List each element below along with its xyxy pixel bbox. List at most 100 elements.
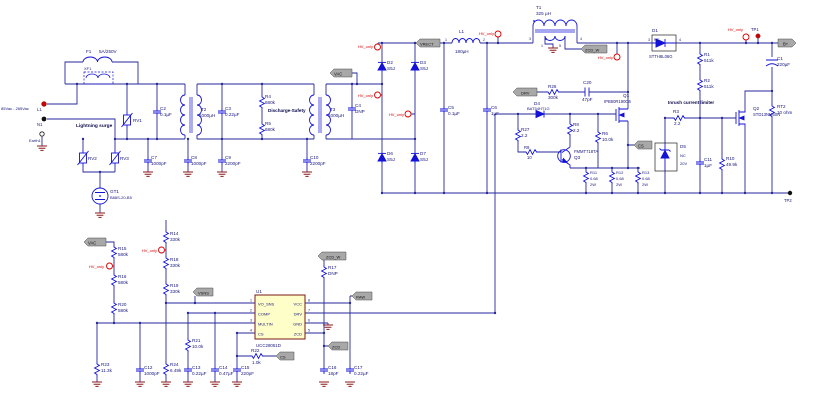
d1-nc: NC <box>654 38 660 42</box>
r15-ref: R15 <box>118 246 127 251</box>
junction-dot <box>744 41 748 45</box>
tag-cs-bottom-label: CS <box>280 355 286 360</box>
resistor-r10 <box>719 156 725 172</box>
f1-val: 5A/250V <box>99 49 118 54</box>
junction-dot <box>413 191 417 195</box>
junction-dot <box>663 191 667 195</box>
junction-dot <box>636 191 640 195</box>
diode-d1 <box>651 34 677 52</box>
f1-ref: F1 <box>86 49 92 54</box>
r12-v1: 0.68 <box>616 176 625 181</box>
q2-ref: Q2 <box>753 106 760 111</box>
junction-dot <box>770 89 774 93</box>
cap-c14 <box>210 365 220 375</box>
net-tags <box>83 38 797 361</box>
junction-dot <box>355 82 359 86</box>
junction-dot <box>260 82 264 86</box>
junction-dot <box>213 311 217 315</box>
ground-c8 <box>182 171 194 177</box>
r17-ref: R17 <box>328 265 337 270</box>
junction-dot <box>442 41 446 45</box>
u1-pin-vosns: VO_SNS <box>258 302 275 307</box>
hv-testpoint-6 <box>742 33 750 41</box>
xf1-ref: XF1 <box>84 66 92 71</box>
net-tag-raw <box>351 291 373 301</box>
ground-t1 <box>547 47 559 53</box>
c1-val: 220µF <box>777 62 790 67</box>
junction-dot <box>516 112 520 116</box>
resistor-r4 <box>259 94 265 110</box>
r14-ref: R14 <box>170 231 179 236</box>
r11-v2: 2W <box>590 182 596 187</box>
r21-val: 10.0k <box>192 344 204 349</box>
junction-dot <box>305 137 309 141</box>
r9-val: 10 <box>527 155 532 160</box>
t1-val: 325 µH <box>536 11 551 16</box>
r20-val: 580k <box>118 308 129 313</box>
junction-dot <box>322 331 326 335</box>
q1-val: IPB60R190C6 <box>604 99 631 104</box>
cap-c1 <box>765 59 779 67</box>
ground-c10 <box>301 171 313 177</box>
c9-val: 2200pF <box>225 161 241 166</box>
junction-dot <box>770 41 774 45</box>
net-tag-cs-bottom <box>275 351 295 361</box>
c5-val: 0.1µF <box>448 111 460 116</box>
tag-bplus-label: B+ <box>783 42 789 47</box>
resistor-r3 <box>671 115 687 121</box>
c4-ref: C4 <box>355 103 361 108</box>
ground-r24 <box>160 381 172 387</box>
diode-d4 <box>535 109 546 119</box>
fuseholder-xf1-symbol <box>83 71 114 85</box>
junction-dot <box>663 116 667 120</box>
d3-val: S5J <box>420 66 428 71</box>
c13-val: 0.22µF <box>192 371 207 376</box>
junction-dot <box>743 191 747 195</box>
d2-val: S5J <box>387 66 395 71</box>
junction-dot <box>380 41 384 45</box>
t3-ref: T3 <box>330 107 336 112</box>
net-tag-bplus <box>777 38 797 48</box>
r23-ref: R23 <box>101 362 110 367</box>
d7-ref: D7 <box>420 151 426 156</box>
u1-num6: 6 <box>308 319 310 323</box>
d4-ref: D4 <box>534 101 540 106</box>
d1-ref: D1 <box>652 28 658 33</box>
hv-testpoint-3 <box>404 110 412 118</box>
l1-pin2: 2 <box>483 38 485 42</box>
resistor-r17 <box>321 264 327 280</box>
hv1-label: HV_only <box>358 44 373 49</box>
junction-dot <box>720 191 724 195</box>
r10-ref: R10 <box>726 156 735 161</box>
u1-pin-gnd: GND <box>293 322 302 327</box>
c15-ref: C15 <box>241 365 250 370</box>
ground-c13 <box>182 381 194 387</box>
t1-ref: T1 <box>536 5 542 10</box>
t3-val: 1000µH <box>328 113 344 118</box>
c16-ref: C16 <box>328 365 337 370</box>
mosfet-q1 <box>615 107 628 123</box>
c8-val: 1000pF <box>191 161 207 166</box>
junction-dot <box>235 354 239 358</box>
resistor-r5 <box>259 121 265 137</box>
c16-val: 18pF <box>328 371 339 376</box>
r13-ref: R13 <box>642 170 650 175</box>
r16-ref: R16 <box>118 274 127 279</box>
resistor-r26 <box>545 89 561 95</box>
hv-testpoint-5 <box>613 53 621 61</box>
hv4-label: HV_only <box>479 31 494 36</box>
wires <box>41 26 790 382</box>
junction-dot <box>615 41 619 45</box>
junction-dot <box>493 311 497 315</box>
junction-dot <box>770 191 774 195</box>
junction-dot <box>193 301 197 305</box>
q3-val: FMMT718TA <box>574 149 598 154</box>
ground-c16 <box>318 381 330 387</box>
c7-val: 1000pF <box>151 161 167 166</box>
r21-ref: R21 <box>192 338 201 343</box>
junction-dot <box>164 301 168 305</box>
junction-dot <box>322 344 326 348</box>
resistor-r24 <box>163 361 169 377</box>
u1-pin-drv: DRV <box>294 312 303 317</box>
resistor-r12 <box>609 169 615 185</box>
